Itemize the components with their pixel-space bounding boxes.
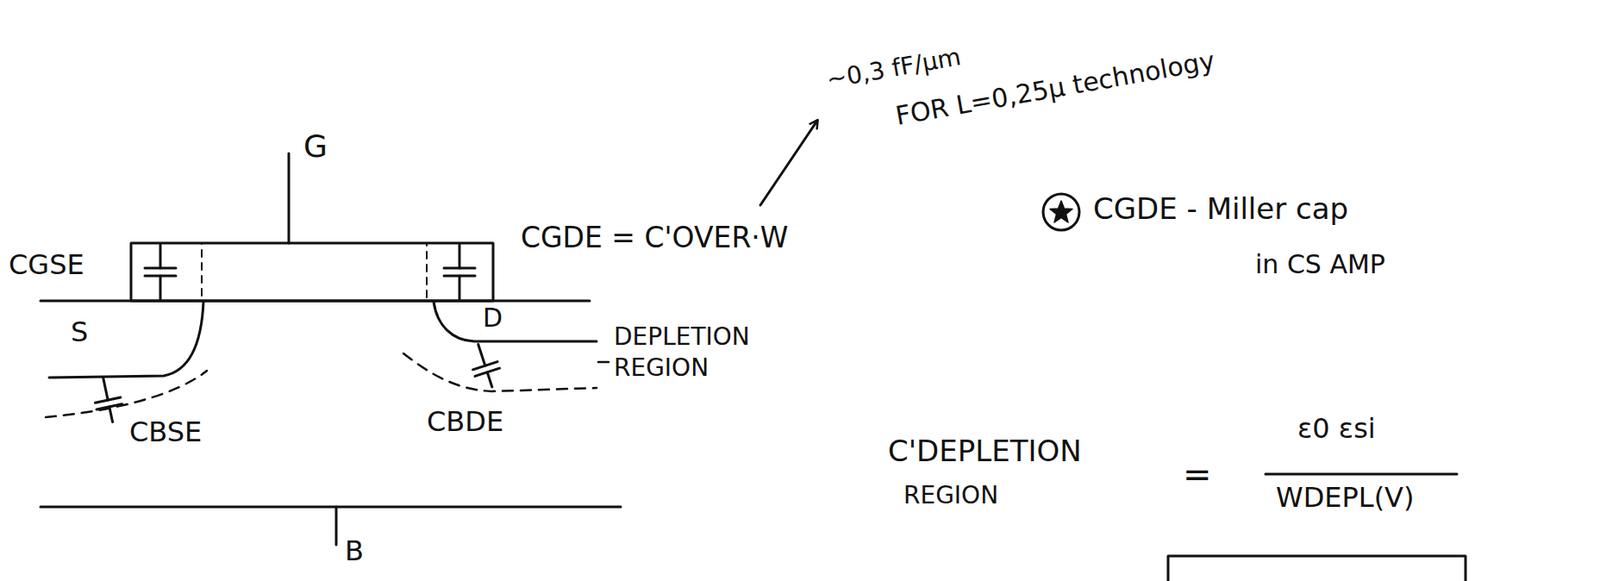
terminal-name: G [303,129,328,164]
note-text: in CS AMP [1255,250,1386,279]
region-label: DEPLETION [613,324,750,351]
terminal-name: B [344,536,364,567]
equation-label: CGDE = C'OVER·W [520,222,789,254]
capacitance-label: CBDE [426,406,504,438]
overlap-region [426,243,494,301]
region-name: D [482,303,503,332]
equation-sign: = [1182,455,1213,494]
capacitor-symbol [144,244,176,300]
source-diffusion [49,301,204,378]
equation-term: C'DEPLETION [887,435,1082,468]
gate-electrode [131,243,494,301]
capacitance-label: CGSE [8,250,85,281]
capacitance-label: CBSE [129,417,202,448]
equation-term: REGION [903,482,999,510]
capacitor-symbol [90,375,125,425]
star-mark [1043,193,1080,231]
region-name: S [70,317,88,348]
fraction-bar [1265,473,1457,476]
gate-lead [287,153,291,244]
leader-arrow [760,120,818,206]
depletion-boundary [403,353,597,392]
capacitor-symbol [465,340,505,392]
equation-numerator: ε0 εsi [1297,413,1376,444]
overlap-region [131,243,202,301]
annotation-note: ~0,3 fF/μm [825,43,963,94]
body-lead [335,506,338,545]
substrate-surface [40,300,590,303]
substrate-bottom [40,506,621,509]
region-label: REGION [613,355,709,382]
depletion-boundary [45,370,207,418]
drain-diffusion [433,301,597,342]
leader-line [598,361,609,364]
note-text: CGDE - Miller cap [1093,193,1349,225]
partial-box [1168,556,1466,581]
equation-denominator: WDEPL(V) [1275,482,1414,513]
capacitor-symbol [443,244,475,300]
